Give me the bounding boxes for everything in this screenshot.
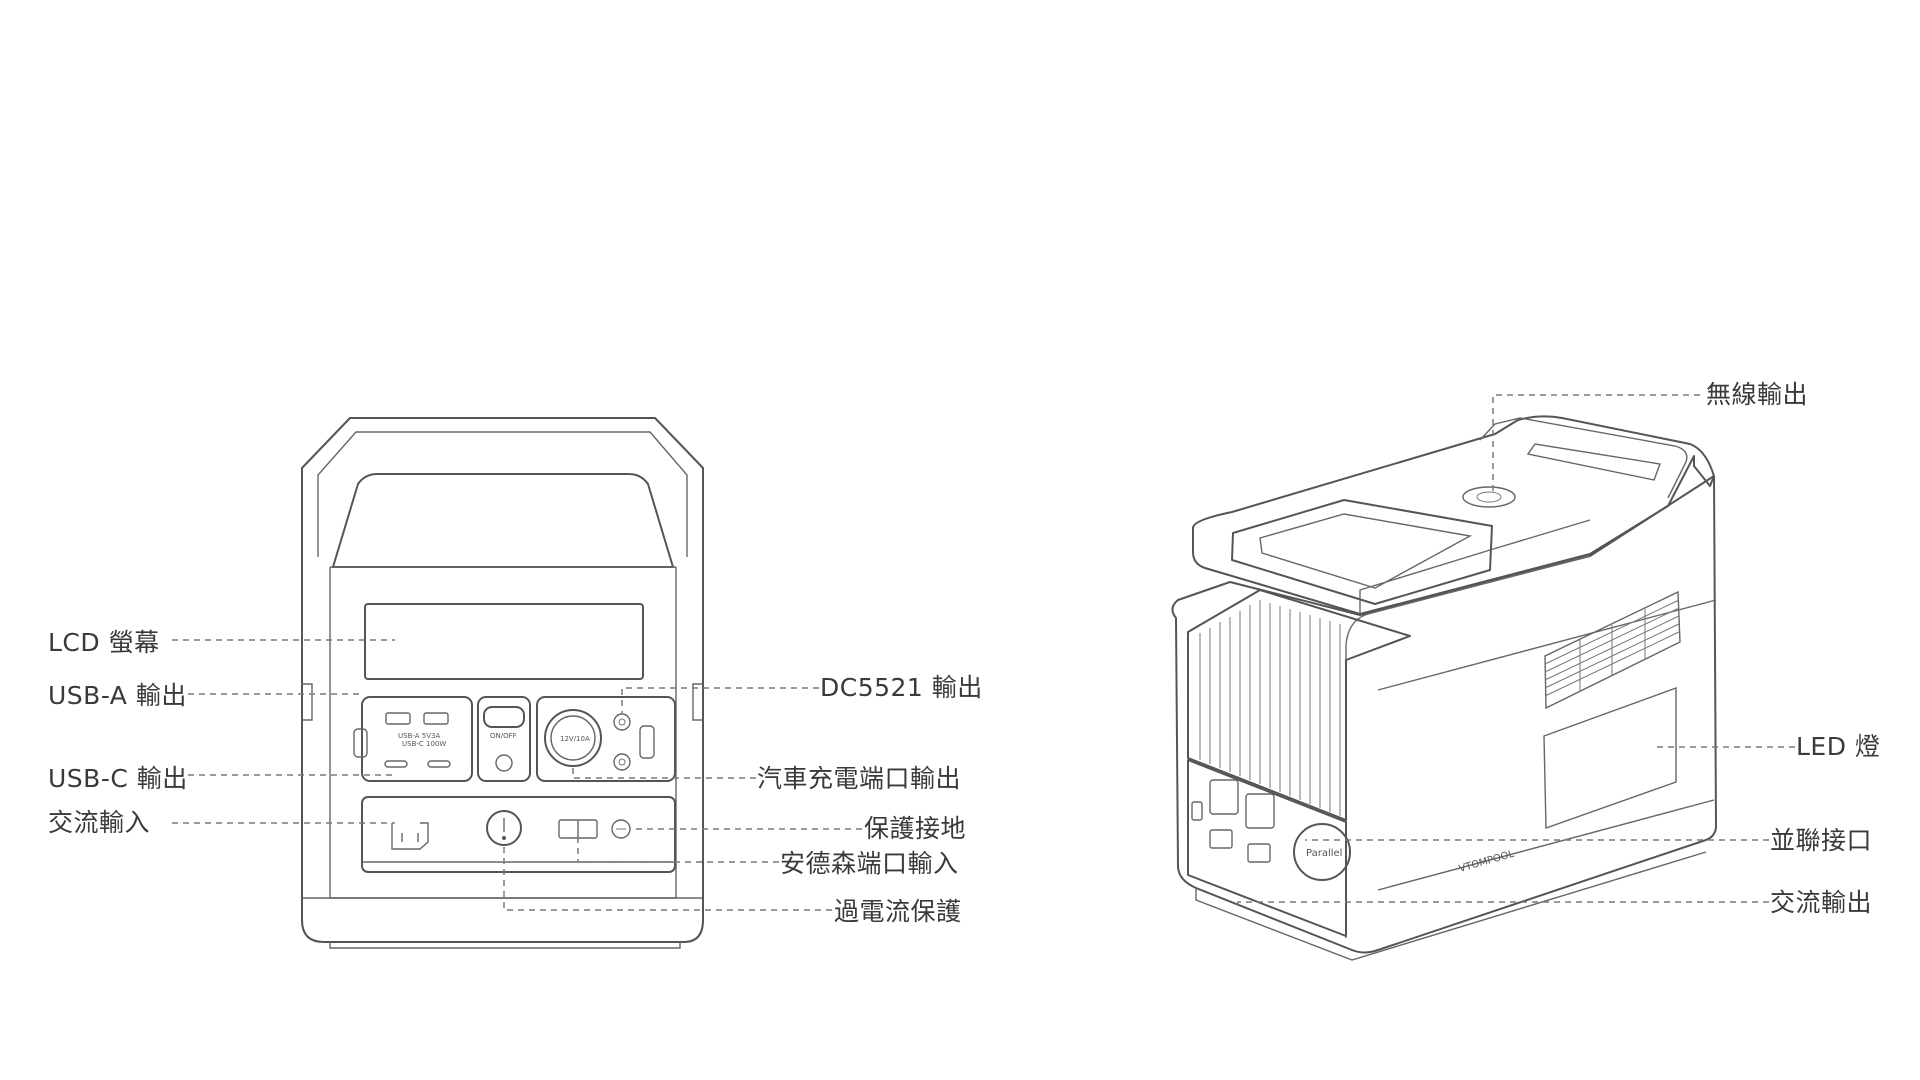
breaker-dot [502, 836, 506, 840]
persp-body-lower-band [1377, 799, 1715, 891]
car-rating-print: 12V/10A [560, 735, 590, 743]
label-led-light: LED 燈 [1796, 732, 1881, 761]
usb-c-port-2 [427, 760, 451, 768]
persp-body-shoulder [1377, 599, 1717, 691]
persp-handle-slot [1526, 443, 1661, 481]
label-overcurrent-protection: 過電流保護 [834, 897, 962, 926]
ac-panel-indicator [1191, 801, 1203, 821]
label-protective-ground: 保護接地 [864, 814, 967, 843]
front-handle-inner-frame [317, 431, 688, 557]
front-left-notch [302, 683, 313, 721]
dc5521-pin-1 [618, 718, 626, 726]
persp-handle-grip [1479, 417, 1688, 499]
dc5521-pin-2 [618, 758, 626, 766]
front-left-light [353, 728, 368, 758]
car-charger-socket [544, 709, 602, 767]
brand-print: VTOMPOOL [1458, 849, 1516, 875]
on-off-print: ON/OFF [490, 732, 517, 740]
front-base [329, 942, 681, 949]
persp-vent-fins [1199, 600, 1341, 816]
front-dc-panel [536, 696, 676, 782]
persp-lid-edge [1359, 519, 1591, 614]
front-right-notch [692, 683, 703, 721]
front-body [301, 556, 704, 943]
persp-body [1171, 475, 1717, 954]
usb-c-print: USB-C 100W [402, 740, 446, 748]
leader-ac-out [1237, 901, 1769, 906]
usb-a-print: USB-A 5V3A [398, 732, 440, 740]
usb-a-port-2 [423, 712, 449, 725]
ac-switch-2 [1247, 843, 1271, 863]
label-usb-a-output: USB-A 輸出 [48, 681, 187, 710]
persp-side-vent-slats [1544, 599, 1680, 697]
persp-body-bottom [1195, 851, 1707, 961]
usb-c-port-1 [384, 760, 408, 768]
parallel-badge-print: Parallel [1306, 848, 1342, 859]
wireless-charger-pad-inner [1476, 491, 1502, 503]
front-lcd-screen [364, 603, 644, 680]
persp-side-vent [1544, 590, 1681, 710]
label-parallel-port: 並聯接口 [1770, 826, 1873, 855]
label-car-charger-output: 汽車充電端口輸出 [757, 764, 962, 793]
ac-switch-1 [1209, 829, 1233, 849]
overcurrent-breaker [486, 810, 522, 846]
leader-dc5521 [621, 687, 819, 714]
persp-body-top-edge [1345, 555, 1591, 646]
leader-car [572, 766, 756, 779]
leader-wireless [1492, 394, 1700, 494]
wireless-charger-pad [1462, 486, 1516, 508]
ac-outlet-2 [1245, 793, 1275, 829]
power-button [483, 706, 525, 728]
front-input-panel [361, 796, 676, 873]
label-usb-c-output: USB-C 輸出 [48, 764, 188, 793]
perspective-view: Parallel VTOMPOOL [1171, 394, 1795, 961]
persp-led-light [1543, 687, 1677, 829]
front-handle-outer [301, 417, 704, 558]
label-ac-output: 交流輸出 [1770, 888, 1873, 917]
label-wireless-output: 無線輸出 [1706, 380, 1809, 409]
front-power-panel [477, 696, 531, 782]
persp-tray-inner [1259, 513, 1473, 589]
parallel-port [1293, 823, 1351, 881]
front-handle-opening [332, 473, 674, 568]
persp-top-tray [1231, 499, 1493, 605]
label-lcd-screen: LCD 螢幕 [48, 628, 160, 657]
persp-vent-frame [1187, 589, 1411, 821]
label-ac-input: 交流輸入 [48, 808, 151, 837]
ac-input-socket [391, 822, 429, 850]
front-right-light [639, 725, 655, 759]
dc5521-port-1 [613, 713, 631, 731]
car-charger-socket-inner [550, 715, 596, 761]
persp-lid-outer [1192, 415, 1715, 615]
label-anderson-input: 安德森端口輸入 [780, 849, 959, 878]
dc5521-port-2 [613, 753, 631, 771]
reset-button [495, 754, 513, 772]
leader-anderson [577, 838, 779, 863]
front-usb-panel [361, 696, 473, 782]
ac-outlet-1 [1209, 779, 1239, 815]
persp-ac-panel [1187, 759, 1347, 937]
usb-a-port-1 [385, 712, 411, 725]
front-view: USB-A 5V3A USB-C 100W ON/OFF 12V/10A [172, 417, 862, 949]
label-dc5521-output: DC5521 輸出 [820, 673, 983, 702]
